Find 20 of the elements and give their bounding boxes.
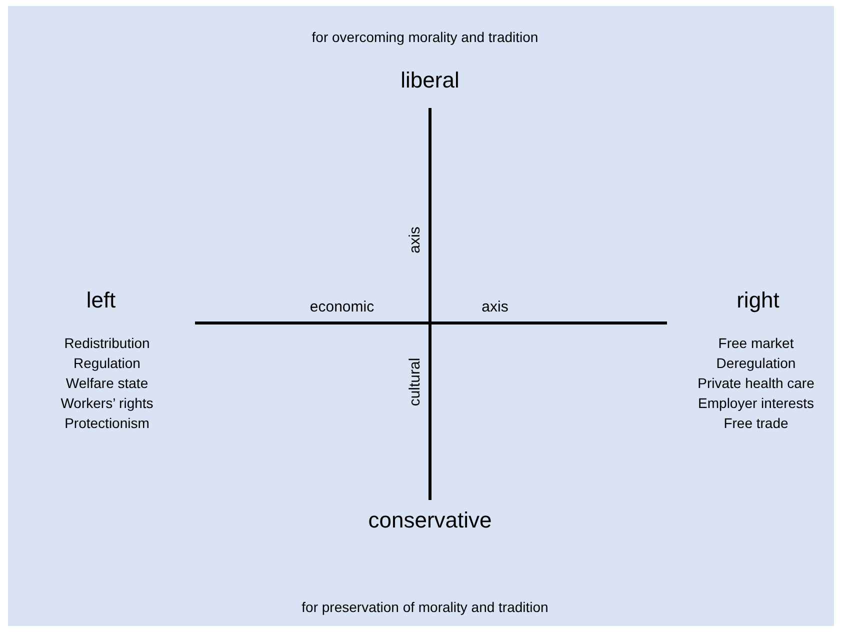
pole-label: right [736,287,780,313]
policy-item: Welfare state [66,374,148,392]
policy-item: Redistribution [64,334,150,352]
pole-label: conservative [368,507,492,533]
policy-item: Workers’ rights [60,394,154,412]
description-text: for preservation of morality and tradition [302,598,548,616]
description-text: for overcoming morality and tradition [312,28,538,46]
axis-label: axis [482,298,508,316]
axis-label: cultural [406,358,424,406]
pole-label: liberal [400,67,460,93]
pole-label: left [86,287,116,313]
policy-item: Regulation [74,354,140,372]
axis-label: axis [406,226,424,254]
policy-item: Free trade [724,414,788,432]
policy-item: Free market [718,334,794,352]
policy-item: Private health care [698,374,814,392]
policy-item: Protectionism [64,414,150,432]
policy-item: Employer interests [698,394,814,412]
axis-label: economic [310,298,374,316]
policy-item: Deregulation [716,354,796,372]
